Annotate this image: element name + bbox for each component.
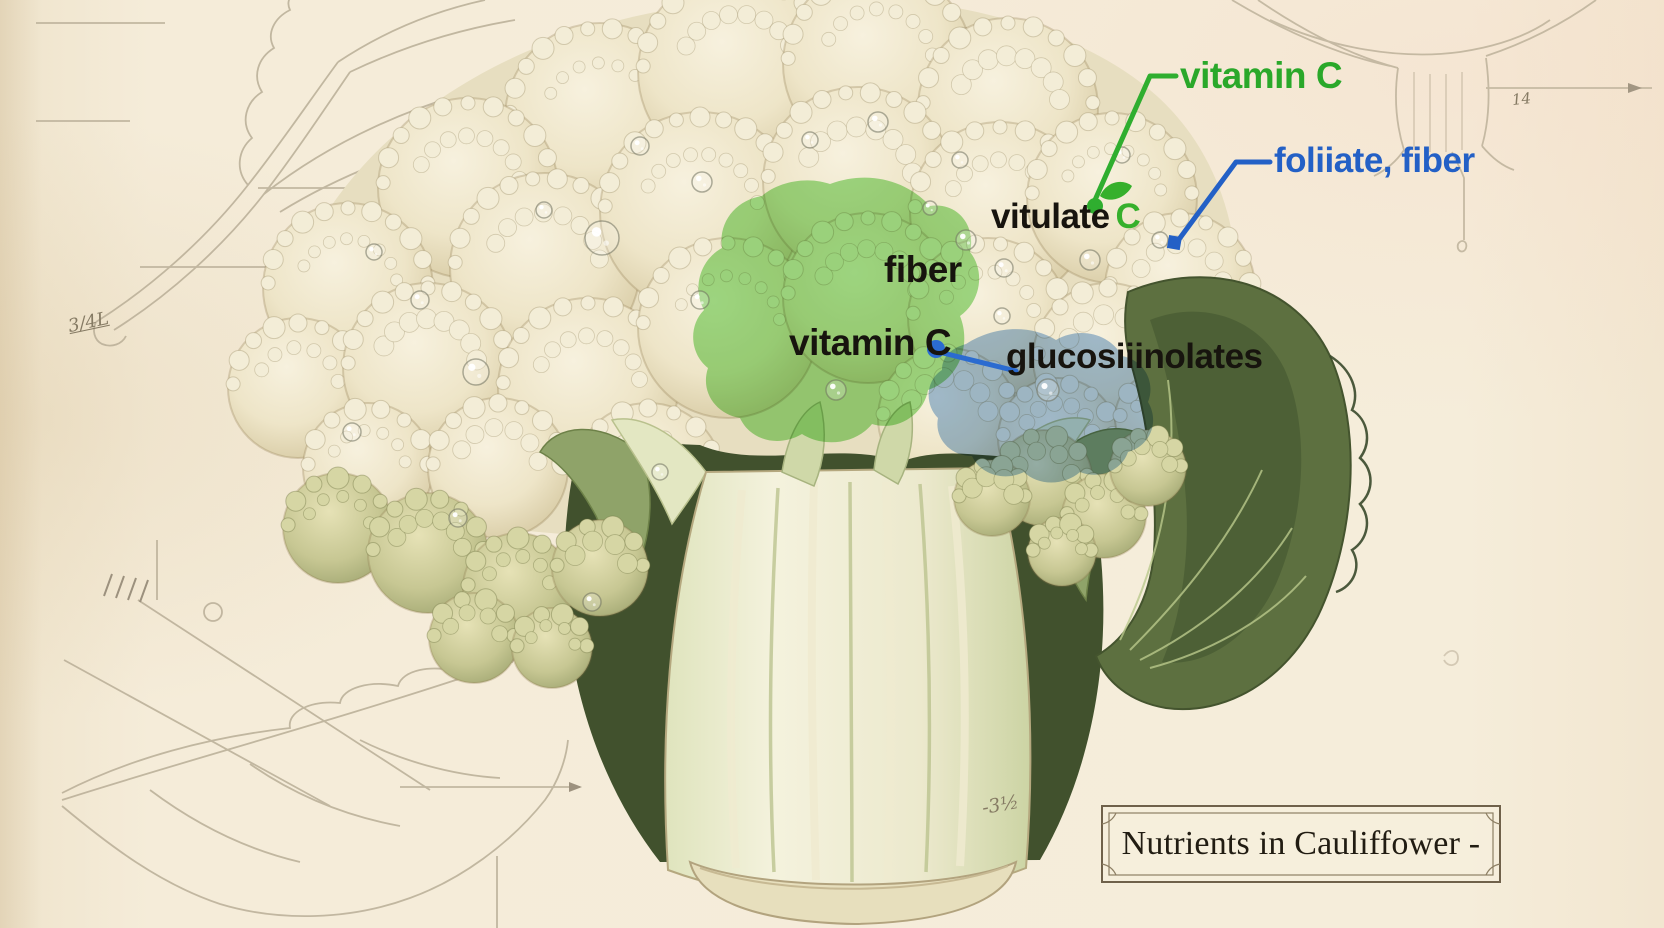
label-vitulate-word: vitulate xyxy=(991,197,1110,236)
right-green-leaf xyxy=(1094,276,1372,711)
handwritten-note-top-right: 14 xyxy=(1511,89,1532,109)
title-box: Nutrients in Cauliffower - xyxy=(1100,804,1502,884)
label-foliate-fiber: foliiate, fiber xyxy=(1274,141,1475,180)
label-vitamin-c-top: vitamin C xyxy=(1180,55,1343,96)
label-fiber: fiber xyxy=(884,249,962,290)
leader-lines xyxy=(927,73,1273,374)
blue-square-marker xyxy=(1166,235,1182,251)
green-dot-marker xyxy=(1087,198,1103,214)
pencil-sketch-top-right-stalk xyxy=(1231,0,1652,666)
label-vitamin-c-mid: vitamin C xyxy=(789,322,952,363)
stem-and-leaves xyxy=(538,400,1159,926)
water-droplets xyxy=(342,111,1169,612)
leader-green xyxy=(1092,73,1179,203)
green-sprout-marker xyxy=(1100,181,1132,200)
title-text: Nutrients in Cauliffower - xyxy=(1121,825,1481,862)
blue-dot-marker xyxy=(927,340,945,358)
leader-blue xyxy=(1174,159,1273,245)
leader-blue-mid xyxy=(940,350,1019,374)
highlight-region-blue xyxy=(928,329,1154,483)
highlight-region-green xyxy=(693,177,980,443)
label-vitulate-c-letter: C xyxy=(1115,197,1141,236)
label-glucosinolates: glucosiiinolates xyxy=(1006,337,1263,376)
title-box-frame xyxy=(1101,805,1501,883)
